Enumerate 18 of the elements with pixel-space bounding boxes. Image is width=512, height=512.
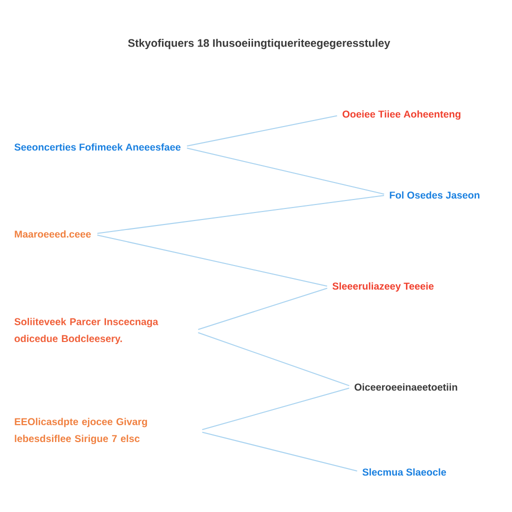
connector-line xyxy=(186,115,338,146)
topic-text: Seeoncerties Fofimeek Aneeesfaee xyxy=(14,143,181,151)
connector-line xyxy=(202,388,350,430)
diagram-title: Stkyofiquers 18 Ihusoeiingtiqueriteegegeresstuley xyxy=(128,38,390,50)
topic-text: Oiceeroeeinaeetoetiin xyxy=(354,383,458,391)
topic-text: Ooeiee Tiiee Aoheenteng xyxy=(342,110,460,120)
topic-text: EEOlicasdpte ejocee Givarg lebesdsiflee Sirigue 7 elsc xyxy=(14,418,147,444)
connector-line xyxy=(198,288,328,330)
connector-line xyxy=(202,432,358,472)
topic-text: Sleeeruliazeey Teeeie xyxy=(332,282,434,292)
connector-line xyxy=(198,332,350,386)
topic-text: Slecmua Slaeocle xyxy=(362,468,446,476)
topic-text: Soliiteveek Parcer Inscecnaga odicedue Bodcleesery. xyxy=(14,318,158,344)
connector-line xyxy=(186,148,385,195)
connector-line xyxy=(96,195,385,234)
topic-text: Maaroeeed.ceee xyxy=(14,230,91,238)
topic-text: Fol Osedes Jaseon xyxy=(390,191,480,199)
connector-line xyxy=(96,234,328,287)
